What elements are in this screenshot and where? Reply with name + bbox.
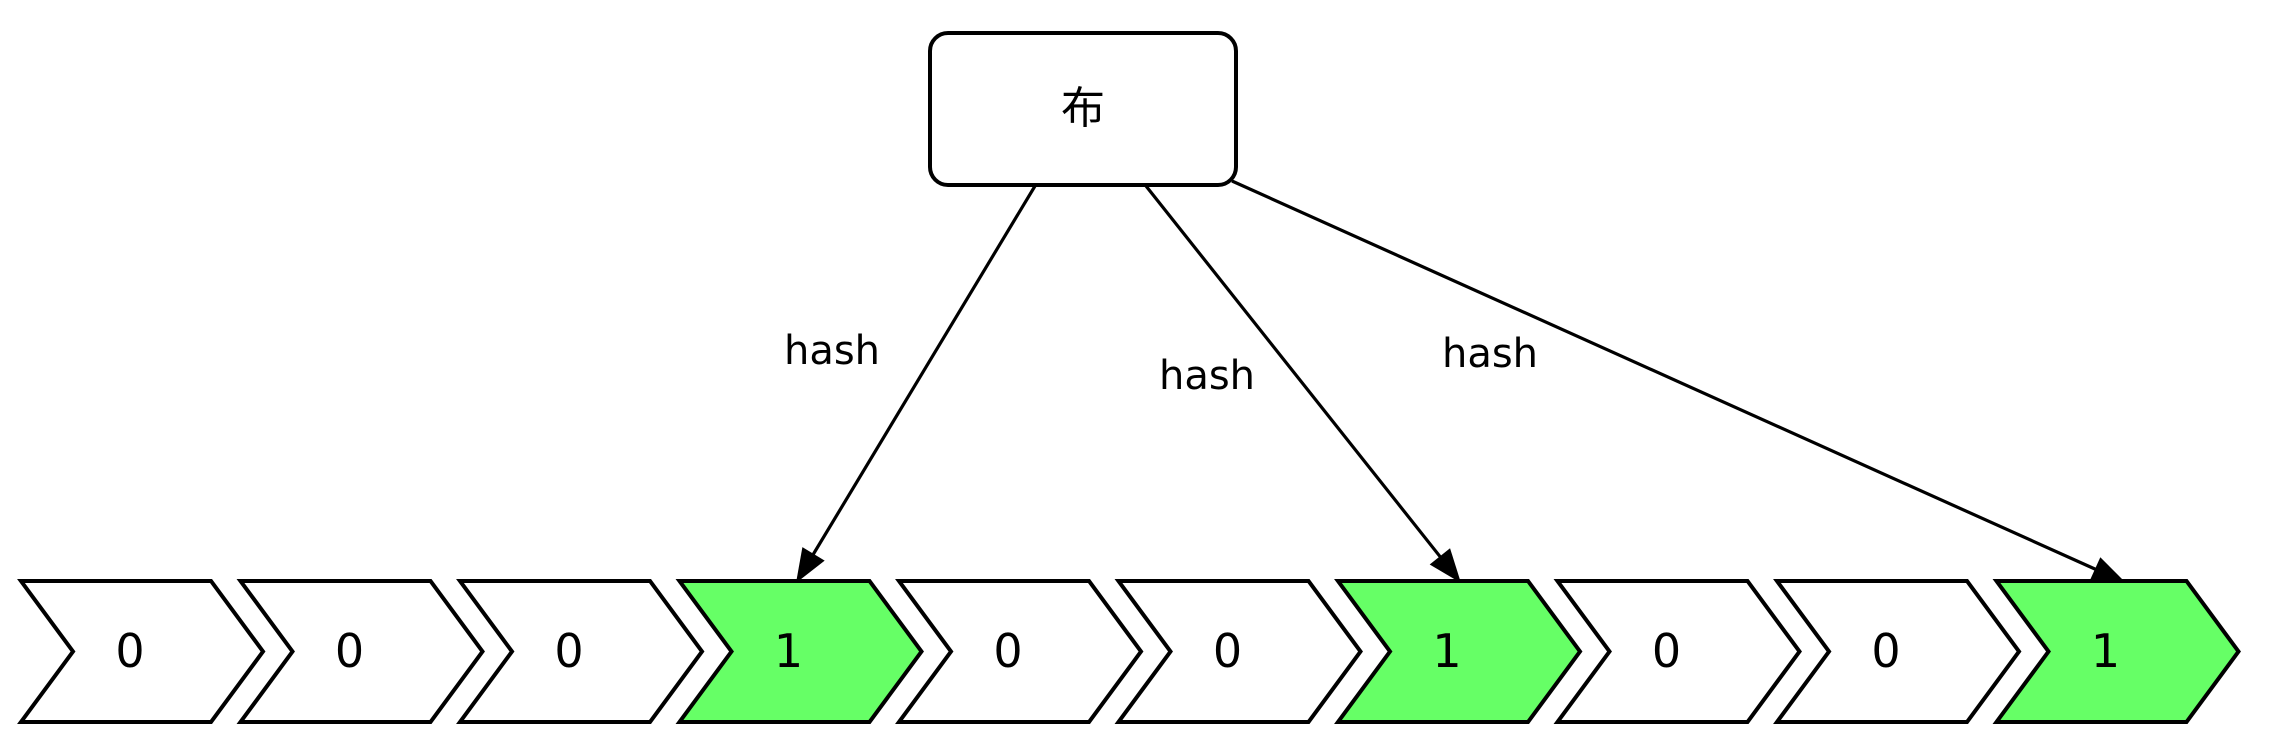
bit-cell-6[interactable] bbox=[1334, 579, 1583, 724]
bit-cell-4[interactable] bbox=[895, 579, 1144, 724]
hash-edge-label-1: hash bbox=[1159, 353, 1255, 399]
bit-cell-1[interactable] bbox=[236, 579, 485, 724]
bit-cell-3[interactable] bbox=[675, 579, 924, 724]
edge-labels-layer: hash hash hash bbox=[784, 328, 1538, 399]
edges-layer bbox=[796, 179, 2126, 583]
bit-cell-value-8: 0 bbox=[1871, 624, 1900, 678]
bit-cell-value-9: 1 bbox=[2091, 624, 2120, 678]
source-node[interactable]: 布 bbox=[928, 31, 1238, 187]
source-node-label: 布 bbox=[1061, 83, 1105, 134]
source-node-box[interactable] bbox=[928, 31, 1238, 187]
bit-cell-value-3: 1 bbox=[774, 624, 803, 678]
arrowhead-icon-0 bbox=[796, 547, 825, 583]
hash-edge-label-2: hash bbox=[1442, 331, 1538, 377]
bit-cell-value-2: 0 bbox=[554, 624, 583, 678]
bit-cell-value-5: 0 bbox=[1213, 624, 1242, 678]
bit-cell-value-0: 0 bbox=[115, 624, 144, 678]
bit-array: 0 0 0 1 0 0 1 0 0 1 bbox=[17, 579, 2241, 724]
bit-cell-8[interactable] bbox=[1773, 579, 2022, 724]
hash-edge-line-1 bbox=[1144, 185, 1445, 563]
hash-edge-line-0 bbox=[809, 185, 1037, 560]
arrowhead-icon-2 bbox=[2089, 557, 2126, 583]
hash-edge-label-0: hash bbox=[784, 328, 880, 374]
bit-cell-7[interactable] bbox=[1553, 579, 1802, 724]
bit-cell-value-1: 0 bbox=[335, 624, 364, 678]
bit-cell-5[interactable] bbox=[1114, 579, 1363, 724]
hash-edge-line-2 bbox=[1231, 179, 2102, 573]
bit-cell-value-4: 0 bbox=[993, 624, 1022, 678]
bit-cell-value-6: 1 bbox=[1432, 624, 1461, 678]
bit-cell-9[interactable] bbox=[1992, 579, 2241, 724]
arrowhead-icon-1 bbox=[1429, 548, 1461, 583]
bit-cell-value-7: 0 bbox=[1652, 624, 1681, 678]
bit-cell-0[interactable] bbox=[17, 579, 266, 724]
bit-cell-2[interactable] bbox=[456, 579, 705, 724]
